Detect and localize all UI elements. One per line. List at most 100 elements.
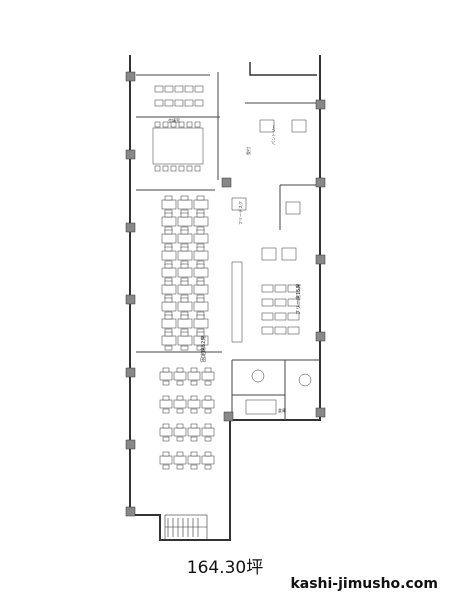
chair bbox=[176, 436, 184, 442]
chair bbox=[180, 314, 189, 320]
column bbox=[125, 367, 136, 378]
desk bbox=[201, 371, 215, 381]
desk bbox=[184, 85, 194, 93]
desk bbox=[161, 216, 177, 227]
chair bbox=[164, 345, 173, 351]
free-desk-label: フリーデスク bbox=[237, 201, 243, 225]
chair bbox=[196, 229, 205, 235]
desk bbox=[261, 284, 274, 293]
chair bbox=[154, 121, 161, 128]
desk bbox=[159, 427, 173, 437]
desk bbox=[261, 312, 274, 321]
desk bbox=[161, 250, 177, 261]
column bbox=[223, 411, 234, 422]
chair bbox=[176, 367, 184, 373]
chair bbox=[186, 121, 193, 128]
desk bbox=[193, 216, 209, 227]
chair bbox=[164, 280, 173, 286]
desk bbox=[194, 85, 204, 93]
table bbox=[231, 197, 247, 211]
chair bbox=[186, 165, 193, 172]
desk bbox=[261, 298, 274, 307]
chair bbox=[180, 212, 189, 218]
round-table bbox=[251, 369, 265, 383]
desk bbox=[184, 99, 194, 107]
chair bbox=[178, 121, 185, 128]
desk bbox=[193, 301, 209, 312]
desk bbox=[194, 99, 204, 107]
chair bbox=[204, 423, 212, 429]
chair bbox=[190, 423, 198, 429]
column bbox=[125, 439, 136, 450]
desk bbox=[161, 318, 177, 329]
chair bbox=[164, 212, 173, 218]
desk bbox=[177, 335, 193, 346]
meeting-table bbox=[152, 127, 204, 165]
desk bbox=[177, 267, 193, 278]
chair bbox=[204, 395, 212, 401]
desk bbox=[261, 326, 274, 335]
table bbox=[261, 247, 277, 261]
chair bbox=[196, 297, 205, 303]
chair bbox=[162, 464, 170, 470]
desk bbox=[177, 199, 193, 210]
chair bbox=[164, 263, 173, 269]
table bbox=[291, 119, 307, 133]
desk bbox=[174, 99, 184, 107]
chair bbox=[190, 408, 198, 414]
chair bbox=[164, 314, 173, 320]
chair bbox=[180, 297, 189, 303]
chair bbox=[176, 395, 184, 401]
desk bbox=[193, 318, 209, 329]
chair bbox=[180, 331, 189, 337]
chair bbox=[162, 436, 170, 442]
desk bbox=[173, 427, 187, 437]
counter bbox=[231, 261, 243, 343]
reception-label: 受付 bbox=[245, 147, 251, 155]
desk bbox=[174, 85, 184, 93]
desk bbox=[159, 399, 173, 409]
stairwell bbox=[164, 514, 208, 541]
column bbox=[221, 177, 232, 188]
chair bbox=[176, 423, 184, 429]
pantry-label: パントリー bbox=[271, 125, 276, 145]
desk bbox=[177, 233, 193, 244]
fixed-seats-label: 固定席52席 bbox=[200, 336, 207, 362]
chair bbox=[204, 451, 212, 457]
chair bbox=[164, 246, 173, 252]
desk bbox=[187, 371, 201, 381]
desk bbox=[187, 427, 201, 437]
round-table bbox=[298, 373, 312, 387]
desk bbox=[164, 85, 174, 93]
desk bbox=[177, 284, 193, 295]
desk bbox=[287, 326, 300, 335]
desk bbox=[159, 455, 173, 465]
desk bbox=[173, 399, 187, 409]
desk bbox=[161, 284, 177, 295]
desk-layout bbox=[152, 85, 312, 470]
desk bbox=[193, 284, 209, 295]
desk bbox=[161, 267, 177, 278]
storage-label: 倉庫 bbox=[278, 407, 286, 413]
chair bbox=[196, 331, 205, 337]
chair bbox=[176, 464, 184, 470]
chair bbox=[180, 280, 189, 286]
column bbox=[125, 506, 136, 517]
chair bbox=[180, 345, 189, 351]
chair bbox=[194, 121, 201, 128]
chair bbox=[204, 408, 212, 414]
chair bbox=[164, 297, 173, 303]
chair bbox=[196, 263, 205, 269]
desk bbox=[177, 301, 193, 312]
chair bbox=[190, 395, 198, 401]
desk bbox=[193, 199, 209, 210]
chair bbox=[196, 195, 205, 201]
column bbox=[125, 71, 136, 82]
chair bbox=[162, 121, 169, 128]
desk bbox=[287, 284, 300, 293]
desk bbox=[193, 250, 209, 261]
meeting-room-label: 会議室 bbox=[168, 117, 180, 123]
chair bbox=[190, 380, 198, 386]
desk bbox=[177, 250, 193, 261]
desk bbox=[274, 284, 287, 293]
